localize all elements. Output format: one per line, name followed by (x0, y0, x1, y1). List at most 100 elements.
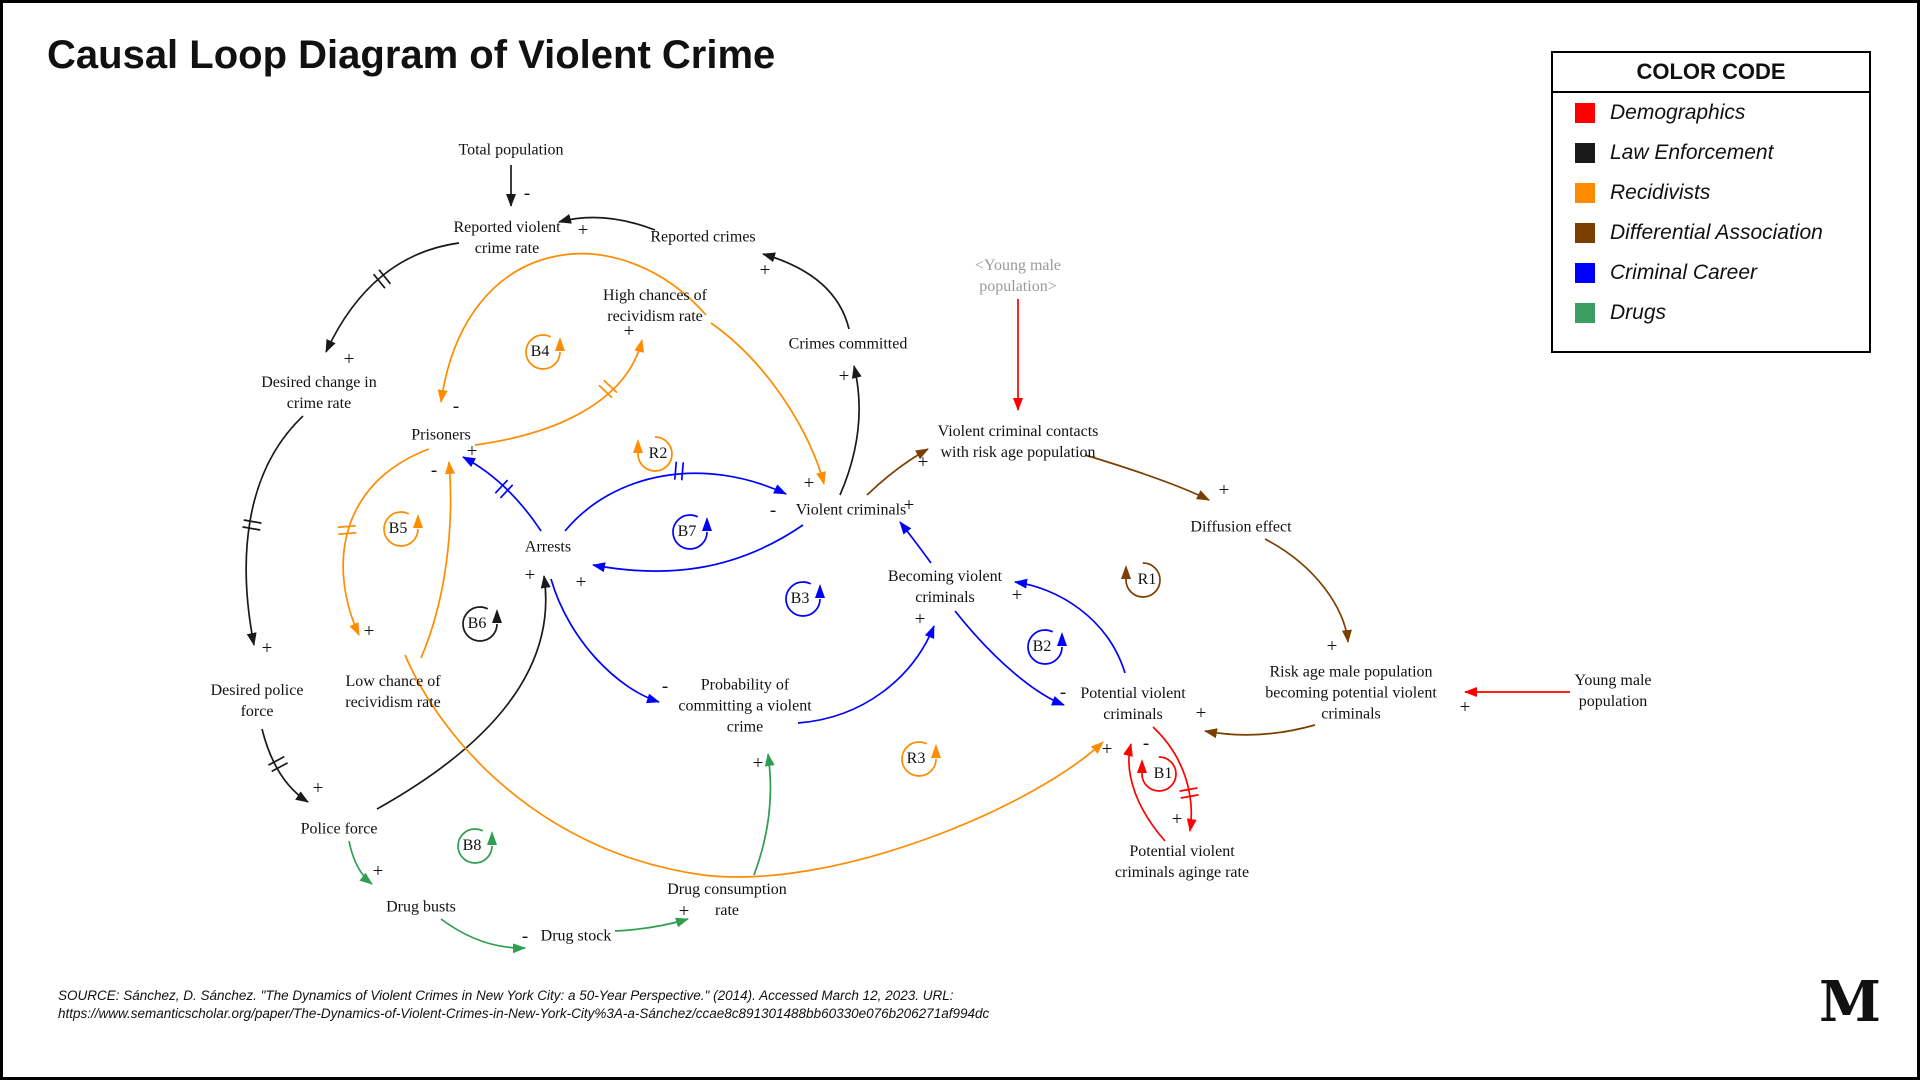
edge-desiredpolice-to-policeforce (261, 728, 309, 803)
legend-row-recidivists: Recidivists (1553, 173, 1869, 213)
node-prisoners: Prisoners (411, 426, 471, 444)
sign-lowchance-to-prisoners: - (430, 460, 438, 481)
edge-diffusion-to-riskage (1264, 538, 1352, 643)
edge-becoming-to-potential (954, 610, 1065, 706)
delay-mark (673, 461, 685, 481)
edge-prisoners-to-highchances (474, 339, 645, 446)
node-drug-consumption-rate: Drug consumption rate (667, 881, 787, 919)
edge-crimescommitted-to-reportedcrimes (762, 252, 850, 330)
legend-label-law-enforcement: Law Enforcement (1610, 141, 1774, 164)
legend-row-demographics: Demographics (1553, 93, 1869, 133)
edge-potential-to-becoming (1014, 578, 1126, 674)
sign-violent-criminals-minus: - (769, 500, 777, 521)
sign-rvcr-to-deschange: + (343, 349, 355, 370)
loop-label-r2: R2 (648, 445, 668, 462)
node-violent-criminals: Violent criminals (795, 501, 907, 519)
sign-contacts-to-diffusion: + (1218, 480, 1230, 501)
edge-violentcriminals-to-arrests (592, 524, 804, 573)
edge-arrests-to-violentcriminals (564, 472, 787, 532)
sign-vc-to-crimescom: + (838, 366, 850, 387)
sign-becoming-to-potential: - (1059, 682, 1067, 703)
sign-prob-to-becoming: + (914, 609, 926, 630)
sign-diffusion-to-riskage: + (1326, 636, 1338, 657)
edge-prisoners-to-lowchance (342, 448, 430, 636)
node-high-chances-recividism: High chances of recividism rate (603, 287, 707, 325)
node-reported-violent-crime-rate: Reported violent crime rate (453, 219, 561, 257)
loop-icons (383, 334, 1177, 864)
edge-agingrate-to-potential (1123, 743, 1166, 842)
sign-repcrimes-to-rvcr: + (577, 220, 589, 241)
delay-mark (598, 379, 618, 399)
edge-drugbusts-to-drugstock (440, 918, 526, 954)
drugs-swatch-icon (1575, 303, 1595, 323)
node-desired-change-crime-rate: Desired change in crime rate (261, 374, 377, 412)
loop-label-b1: B1 (1153, 765, 1173, 782)
node-reported-crimes: Reported crimes (650, 228, 756, 246)
source-line-2: https://www.semanticscholar.org/paper/Th… (58, 1006, 990, 1021)
sign-arrests-to-prob: - (661, 676, 669, 697)
node-desired-police-force: Desired police force (210, 682, 304, 720)
edge-becoming-to-violentcriminals (899, 521, 932, 564)
sign-vc-to-contacts: + (917, 452, 929, 473)
sign-police-to-arrests: + (524, 565, 536, 586)
criminal-career-swatch-icon (1575, 263, 1595, 283)
legend-row-law-enforcement: Law Enforcement (1553, 133, 1869, 173)
page-title: Causal Loop Diagram of Violent Crime (47, 33, 776, 77)
node-probability-committing: Probability of committing a violent crim… (678, 676, 812, 736)
legend-label-demographics: Demographics (1610, 101, 1746, 124)
node-drug-busts: Drug busts (386, 898, 456, 916)
node-risk-age-male-population: Risk age male population becoming potent… (1265, 663, 1437, 723)
node-drug-stock: Drug stock (540, 927, 612, 945)
node-arrests: Arrests (524, 538, 572, 556)
source-citation: SOURCE: Sánchez, D. Sánchez. "The Dynami… (58, 987, 989, 1023)
sign-becoming-to-vc: + (903, 495, 915, 516)
differential-association-swatch-icon (1575, 223, 1595, 243)
node-young-male-population-ghost: <Young male population> (974, 257, 1062, 295)
color-code-legend: COLOR CODE Demographics Law Enforcement … (1551, 51, 1871, 353)
sign-aging-to-potential: - (1142, 733, 1150, 754)
delay-mark (1179, 787, 1199, 799)
delay-mark (372, 269, 392, 289)
sign-highchance-to-prisoners: - (452, 396, 460, 417)
delay-mark (242, 519, 262, 531)
sign-police-to-drugbusts: + (372, 861, 384, 882)
sign-potential-to-becoming: + (1011, 585, 1023, 606)
edge-riskage-to-potential (1204, 724, 1316, 739)
node-potential-violent-criminals: Potential violent criminals (1080, 685, 1186, 723)
edge-reportedcrimes-to-reportedrate (558, 214, 656, 231)
legend-label-differential-association: Differential Association (1610, 221, 1823, 244)
edge-reportedrate-to-desiredchange (325, 242, 460, 353)
edge-contacts-to-diffusion (1084, 454, 1210, 501)
node-potential-violent-criminals-aging-rate: Potential violent criminals aginge rate (1114, 843, 1250, 881)
loop-label-b4: B4 (530, 343, 550, 360)
node-low-chance-recividism: Low chance of recividism rate (345, 673, 441, 711)
loop-label-r1: R1 (1137, 571, 1157, 588)
node-becoming-violent-criminals: Becoming violent criminals (887, 568, 1003, 606)
edge-arrests-to-prisoners (462, 456, 542, 532)
publisher-logo: M (1819, 969, 1881, 1035)
sign-drugstock-to-consumption: + (678, 901, 690, 922)
loop-label-b2: B2 (1032, 638, 1052, 655)
edge-arrests-to-probability (550, 578, 660, 704)
sign-crimescom-to-repcrimes: + (759, 260, 771, 281)
edge-highchances-to-prisoners (437, 252, 707, 403)
sign-consumption-to-prob: + (752, 753, 764, 774)
sign-highchance-to-vc: + (803, 473, 815, 494)
sign-vc-to-arrests: + (575, 572, 587, 593)
sign-prisoners-to-highchance: + (623, 321, 635, 342)
sign-deschange-to-despolice: + (261, 638, 273, 659)
legend-title: COLOR CODE (1553, 53, 1869, 93)
recidivists-swatch-icon (1575, 183, 1595, 203)
node-police-force: Police force (300, 820, 378, 838)
legend-row-criminal-career: Criminal Career (1553, 253, 1869, 293)
loop-label-b3: B3 (790, 590, 810, 607)
loop-label-b8: B8 (462, 837, 482, 854)
sign-despolice-to-police: + (312, 778, 324, 799)
sign-prisoners-to-lowchance: + (363, 621, 375, 642)
sign-arrests-to-prisoners: + (466, 441, 478, 462)
sign-riskage-to-potential: + (1195, 703, 1207, 724)
loop-label-r3: R3 (906, 750, 926, 767)
sign-totalpop-minus: - (523, 183, 531, 204)
edge-policeforce-to-drugbusts (348, 840, 373, 885)
